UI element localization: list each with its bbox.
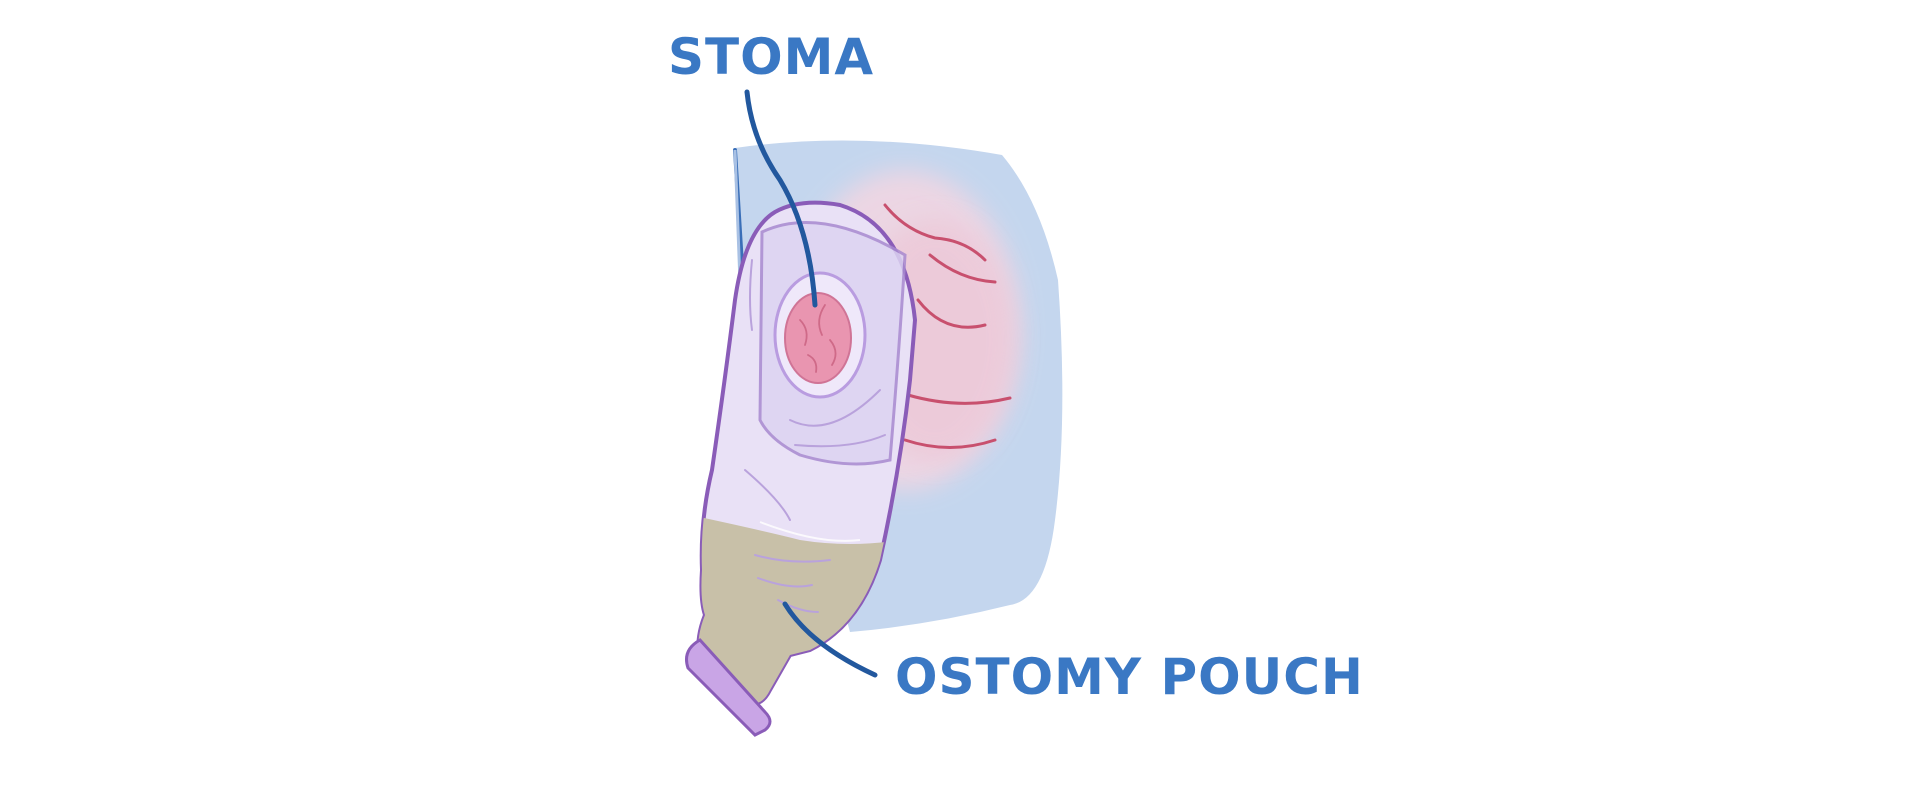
ostomy-pouch-illustration [685,200,918,737]
stoma-leader-line [744,89,818,308]
leader-lines [744,89,878,678]
pouch-leader-line [782,601,878,678]
ostomy-pouch-label: OSTOMY POUCH [895,648,1364,706]
pouch-clamp [685,638,772,737]
stoma-illustration [784,292,852,384]
stoma-label: STOMA [668,28,875,86]
